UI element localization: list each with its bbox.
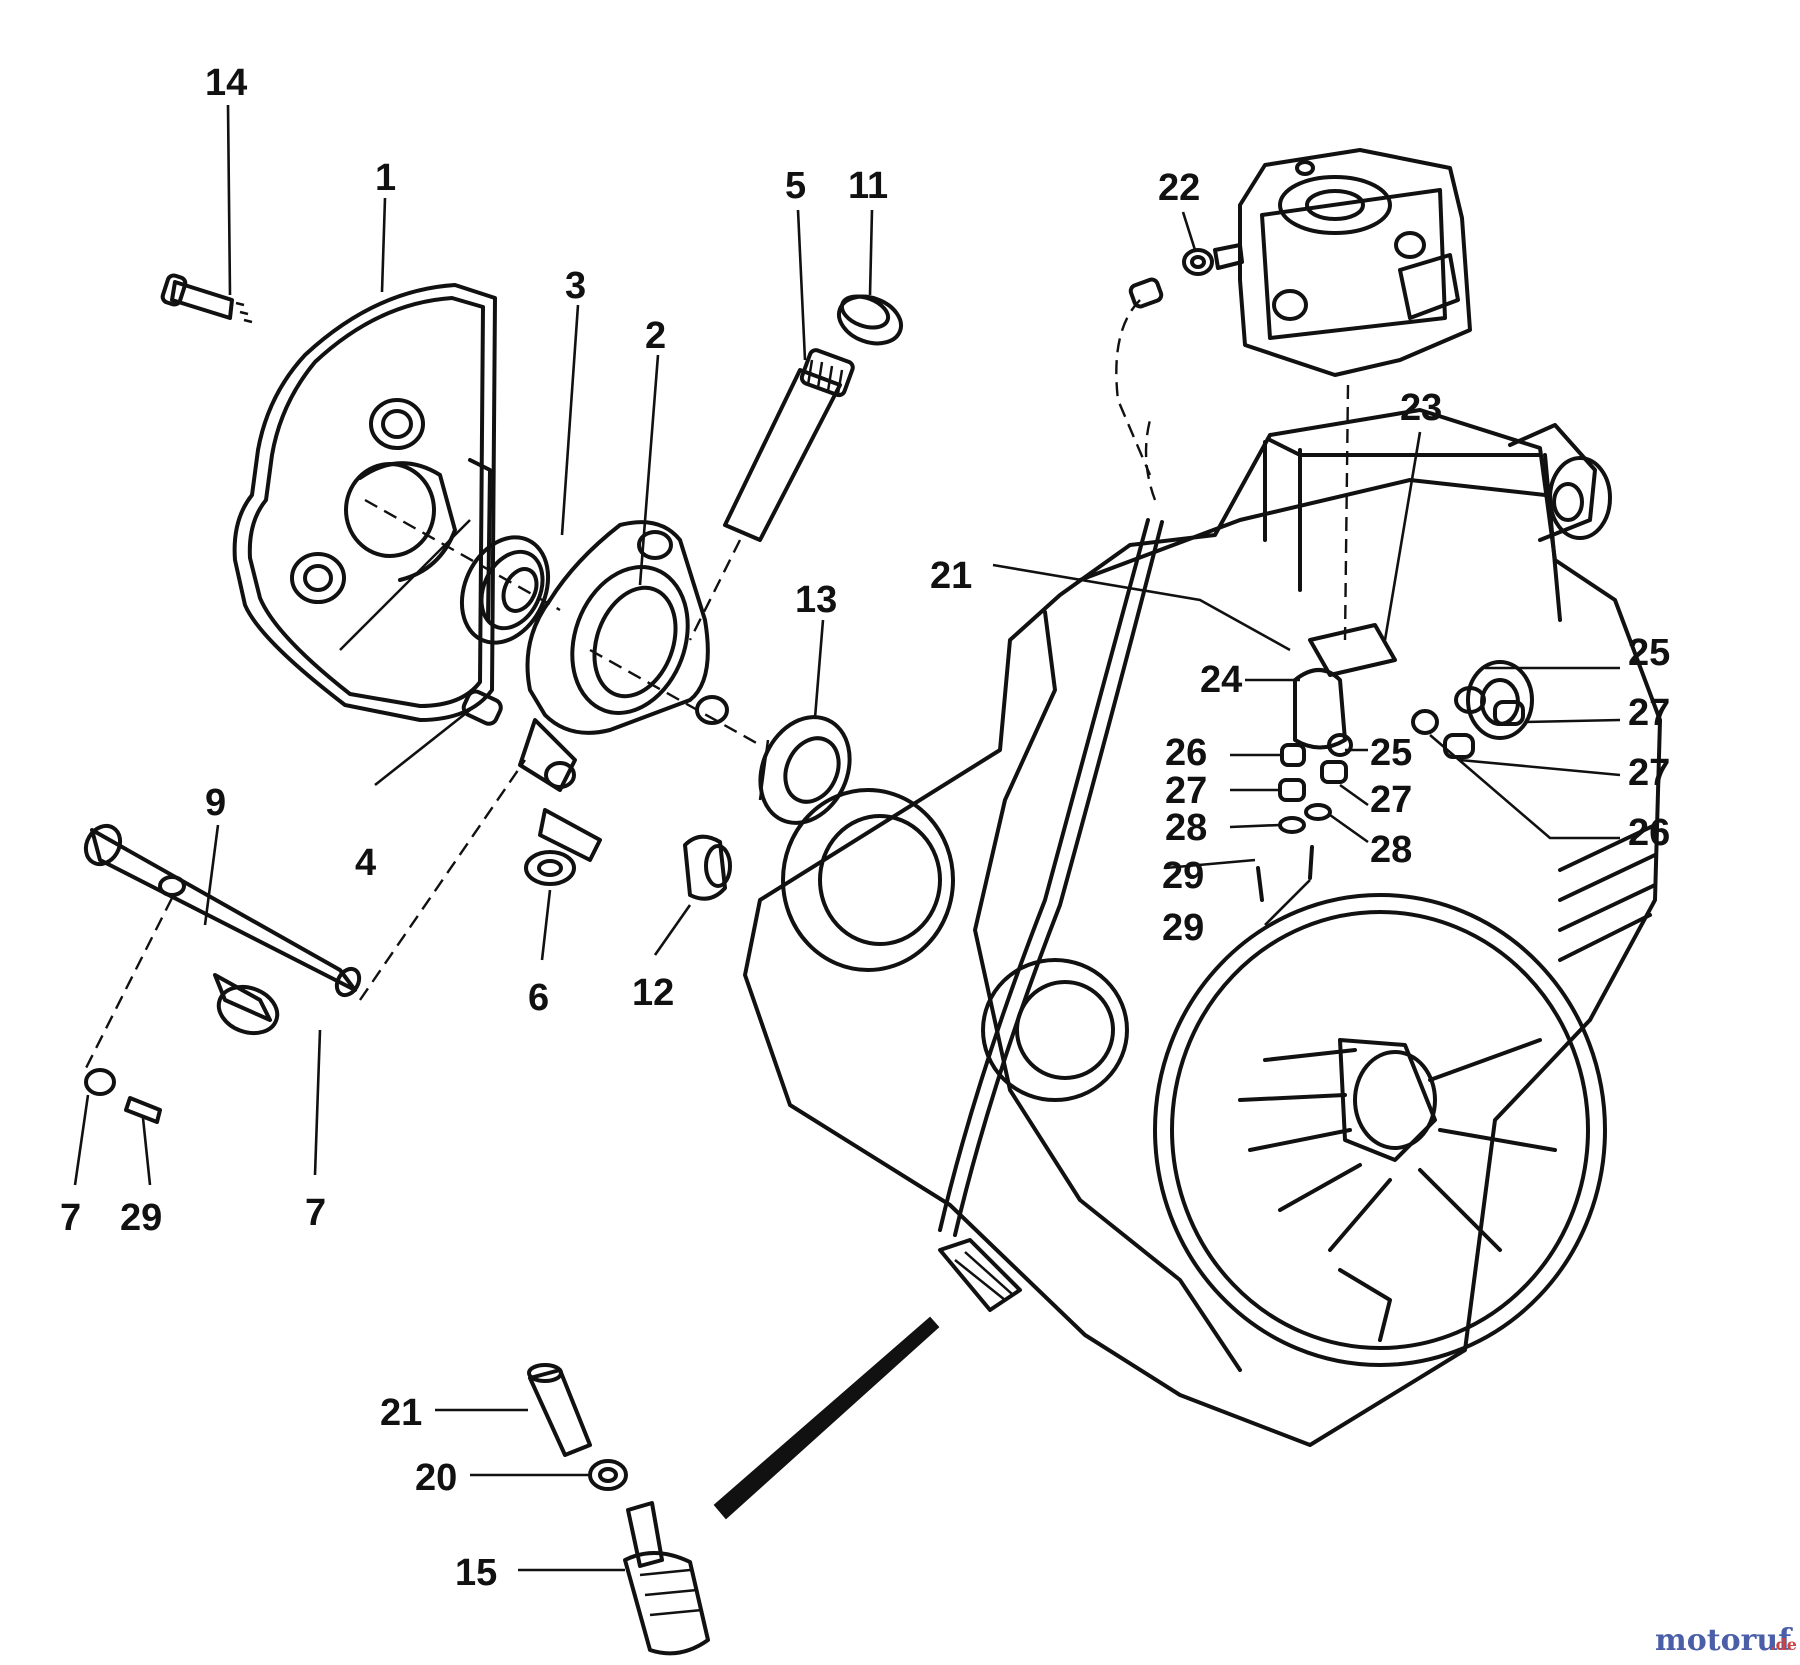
- callout-9: 9: [205, 782, 226, 824]
- callout-25b: 25: [1370, 732, 1412, 774]
- crankcase: [743, 408, 1662, 1447]
- callout-6: 6: [528, 977, 549, 1019]
- part-24-filter: [1293, 668, 1347, 750]
- callout-3: 3: [565, 265, 586, 307]
- watermark: motoruf .de: [1655, 1623, 1797, 1658]
- callout-29a: 29: [120, 1197, 162, 1239]
- assembly-arrow: [713, 1316, 940, 1520]
- part-14-bolt: [160, 273, 253, 324]
- callout-28a: 28: [1165, 807, 1207, 849]
- callout-2: 2: [645, 315, 666, 357]
- callout-29c: 29: [1162, 907, 1204, 949]
- callout-25a: 25: [1628, 632, 1670, 674]
- part-22-nipple: [1182, 243, 1244, 276]
- callout-11: 11: [848, 165, 888, 207]
- part-3-bearing: [364, 498, 561, 645]
- callout-21a: 21: [930, 555, 972, 597]
- callout-27b: 27: [1628, 752, 1670, 794]
- callout-27a: 27: [1628, 692, 1670, 734]
- callout-27d: 27: [1370, 779, 1412, 821]
- callout-26a: 26: [1165, 732, 1207, 774]
- parts-25-27-small: [1256, 686, 1525, 902]
- callout-14: 14: [205, 62, 247, 104]
- callout-7b: 7: [305, 1192, 326, 1234]
- callout-4: 4: [355, 842, 376, 884]
- callout-7a: 7: [60, 1197, 81, 1239]
- fuel-hose-long: [938, 419, 1164, 1237]
- watermark-tld: .de: [1770, 1635, 1797, 1654]
- part-15-fuel-filter: [623, 1501, 710, 1656]
- carburetor: [1238, 148, 1472, 641]
- part-1-cover: [232, 283, 497, 722]
- callout-12: 12: [632, 972, 674, 1014]
- callout-28b: 28: [1370, 829, 1412, 871]
- part-23-gasket: [1308, 623, 1397, 677]
- part-6-bushing: [524, 850, 576, 886]
- callout-24: 24: [1200, 659, 1242, 701]
- callout-15: 15: [455, 1552, 497, 1594]
- callout-27c: 27: [1165, 770, 1207, 812]
- part-7-clip-left: [84, 1068, 116, 1096]
- callout-29b: 29: [1162, 855, 1204, 897]
- part-11-cap: [837, 294, 903, 346]
- callout-22: 22: [1158, 167, 1200, 209]
- watermark-brand: motoruf: [1655, 1623, 1793, 1658]
- part-2-pump-body: [518, 520, 761, 862]
- part-12-plug: [683, 834, 732, 901]
- callout-20: 20: [415, 1457, 457, 1499]
- callout-23: 23: [1400, 387, 1442, 429]
- callouts: 14 1 3 2 5 11 13 9 4 6 12 7 29 7 22 23 2…: [60, 62, 1670, 1594]
- part-20-clip: [588, 1459, 628, 1491]
- part-5-worm-shaft: [688, 348, 855, 641]
- callout-1: 1: [375, 157, 396, 199]
- part-13-seal: [758, 715, 852, 825]
- callout-5: 5: [785, 165, 806, 207]
- callout-26b: 26: [1628, 812, 1670, 854]
- fuel-hose-upper: [1115, 277, 1164, 476]
- leader-lines: [73, 104, 1621, 1572]
- callout-21b: 21: [380, 1392, 422, 1434]
- part-9-oil-tube: [83, 759, 526, 1071]
- callout-13: 13: [795, 579, 837, 621]
- part-21-hose-end: [527, 1363, 592, 1457]
- part-4-pin: [461, 689, 503, 726]
- part-29-pin-left: [124, 1096, 162, 1124]
